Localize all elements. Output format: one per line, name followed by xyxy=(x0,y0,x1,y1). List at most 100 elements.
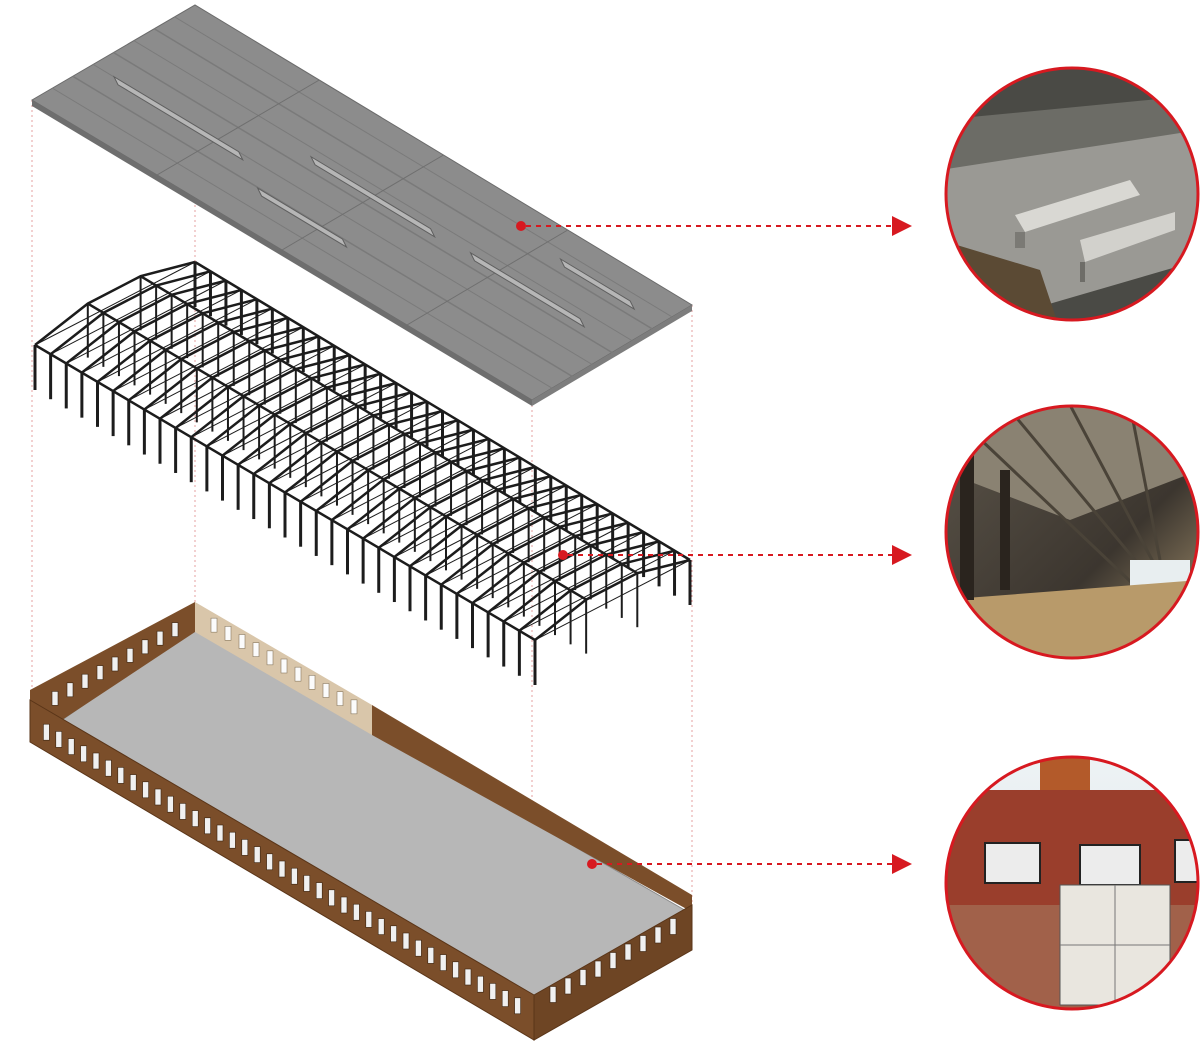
steel-tie xyxy=(534,559,691,641)
steel-tie xyxy=(425,494,582,576)
window xyxy=(294,666,302,682)
window xyxy=(439,954,447,971)
steel-tie xyxy=(50,270,211,355)
window xyxy=(280,658,288,674)
skylight xyxy=(559,257,636,311)
callout-dot xyxy=(558,550,568,560)
steel-tie xyxy=(362,457,521,540)
steel-frames xyxy=(33,260,692,685)
window xyxy=(340,896,348,914)
roof-skylights xyxy=(112,75,636,329)
window xyxy=(81,673,89,689)
window xyxy=(156,630,164,646)
steel-truss xyxy=(346,447,505,531)
window xyxy=(639,935,647,952)
window xyxy=(452,961,459,979)
steel-tie xyxy=(519,550,675,632)
window xyxy=(171,622,179,637)
window xyxy=(350,699,358,715)
window xyxy=(167,795,174,813)
steel-truss xyxy=(268,400,428,485)
skylight xyxy=(309,155,436,239)
window xyxy=(111,656,119,672)
steel-tie xyxy=(472,522,629,604)
steel-tie xyxy=(191,354,350,438)
window xyxy=(229,831,236,849)
steel-tie xyxy=(316,429,474,512)
steel-beam xyxy=(139,275,638,575)
window xyxy=(278,860,286,878)
steel-truss xyxy=(440,502,598,586)
steel-tie xyxy=(269,401,428,484)
steel-tie xyxy=(81,289,242,374)
steel-tie xyxy=(144,326,304,410)
window xyxy=(464,968,472,986)
steel-truss xyxy=(143,325,304,411)
steel-tie xyxy=(237,382,397,466)
steel-tie xyxy=(284,410,443,493)
roof-layer xyxy=(31,4,693,406)
window xyxy=(253,846,261,863)
window xyxy=(142,781,149,799)
window xyxy=(489,983,497,1000)
callout-wall xyxy=(587,854,912,874)
steel-truss xyxy=(456,512,613,595)
steel-truss xyxy=(127,316,289,402)
window xyxy=(514,997,521,1015)
window xyxy=(92,752,100,770)
window xyxy=(80,745,87,763)
steel-structure-layer xyxy=(33,260,692,685)
callout-dot xyxy=(516,221,526,231)
window xyxy=(210,617,218,633)
window xyxy=(624,943,632,961)
steel-truss xyxy=(174,344,335,429)
skylight xyxy=(112,75,244,162)
steel-tie xyxy=(456,512,613,595)
steel-truss xyxy=(34,260,196,346)
window xyxy=(365,911,373,928)
steel-truss xyxy=(518,549,675,632)
steel-truss xyxy=(252,391,412,476)
window xyxy=(179,803,187,820)
back-wall-right-far xyxy=(372,705,692,912)
wall-layer xyxy=(29,602,693,1041)
steel-tie xyxy=(128,317,289,401)
steel-truss xyxy=(409,484,567,568)
steel-tie xyxy=(441,503,598,586)
window xyxy=(390,925,397,943)
window xyxy=(322,683,330,698)
window xyxy=(141,639,149,655)
steel-tie xyxy=(300,419,459,503)
callout-dot xyxy=(587,859,597,869)
steel-truss xyxy=(331,437,490,522)
window xyxy=(427,947,435,964)
window xyxy=(477,975,484,993)
window xyxy=(609,952,617,969)
window xyxy=(415,939,422,957)
window xyxy=(252,642,260,657)
steel-truss xyxy=(377,465,536,549)
callout-structure xyxy=(558,545,912,565)
steel-tie xyxy=(378,466,536,549)
window xyxy=(291,867,298,885)
window xyxy=(216,824,224,842)
window xyxy=(669,918,677,935)
steel-tie xyxy=(503,540,660,623)
roof-edge xyxy=(532,305,692,406)
window xyxy=(51,691,59,706)
window xyxy=(191,810,199,827)
steel-truss xyxy=(190,353,350,439)
steel-truss xyxy=(315,428,474,512)
steel-structure-photo-icon xyxy=(944,404,1200,660)
guide-lines xyxy=(31,100,693,1005)
steel-truss xyxy=(112,307,273,393)
steel-tie xyxy=(206,363,366,447)
window xyxy=(117,767,125,784)
window xyxy=(594,960,602,978)
steel-tie xyxy=(112,308,273,392)
steel-truss xyxy=(96,298,258,383)
wall-windows xyxy=(43,617,677,1015)
steel-truss xyxy=(502,540,660,623)
steel-tie xyxy=(347,447,505,530)
